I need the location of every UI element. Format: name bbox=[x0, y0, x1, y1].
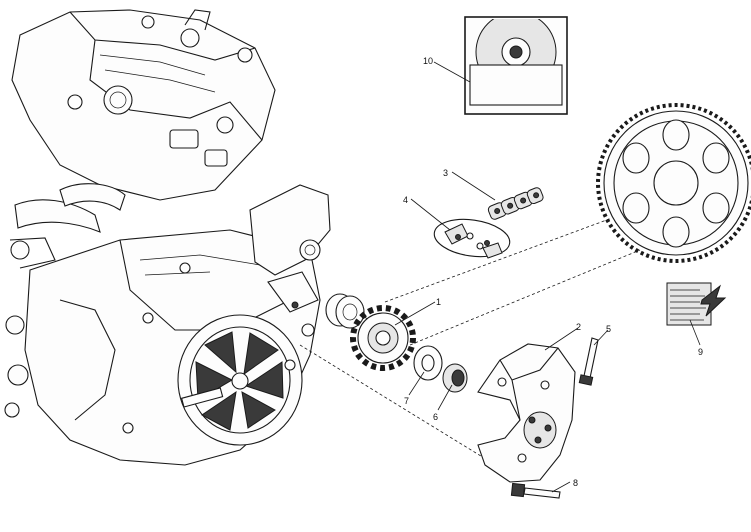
callout-leaders bbox=[394, 61, 701, 493]
callout-7: 7 bbox=[404, 396, 409, 406]
callout-10: 10 bbox=[423, 56, 433, 66]
part-1-front-sprocket bbox=[350, 305, 416, 371]
callout-1: 1 bbox=[436, 297, 441, 307]
callout-5: 5 bbox=[606, 324, 611, 334]
part-10-inset-detail bbox=[464, 16, 568, 115]
callout-2: 2 bbox=[576, 322, 581, 332]
callout-8: 8 bbox=[573, 478, 578, 488]
part-7-washer bbox=[413, 345, 443, 381]
engine-assembly bbox=[4, 9, 331, 466]
part-3-chain-links bbox=[487, 187, 544, 220]
callout-6: 6 bbox=[433, 412, 438, 422]
rear-sprocket bbox=[596, 103, 751, 263]
callout-9: 9 bbox=[698, 347, 703, 357]
part-4-master-link-kit bbox=[433, 218, 511, 259]
chain-path-upper bbox=[384, 217, 613, 303]
part-8-bolt bbox=[510, 482, 561, 499]
callout-numbers: 1 2 3 4 5 6 7 8 9 10 bbox=[403, 56, 703, 488]
part-2-sprocket-cover bbox=[477, 343, 576, 483]
chain-path-lower bbox=[409, 249, 641, 346]
part-5-bolt bbox=[578, 337, 599, 386]
part-9-decal-label bbox=[666, 282, 727, 326]
callout-4: 4 bbox=[403, 195, 408, 205]
callout-3: 3 bbox=[443, 168, 448, 178]
part-6-nut bbox=[442, 363, 468, 393]
